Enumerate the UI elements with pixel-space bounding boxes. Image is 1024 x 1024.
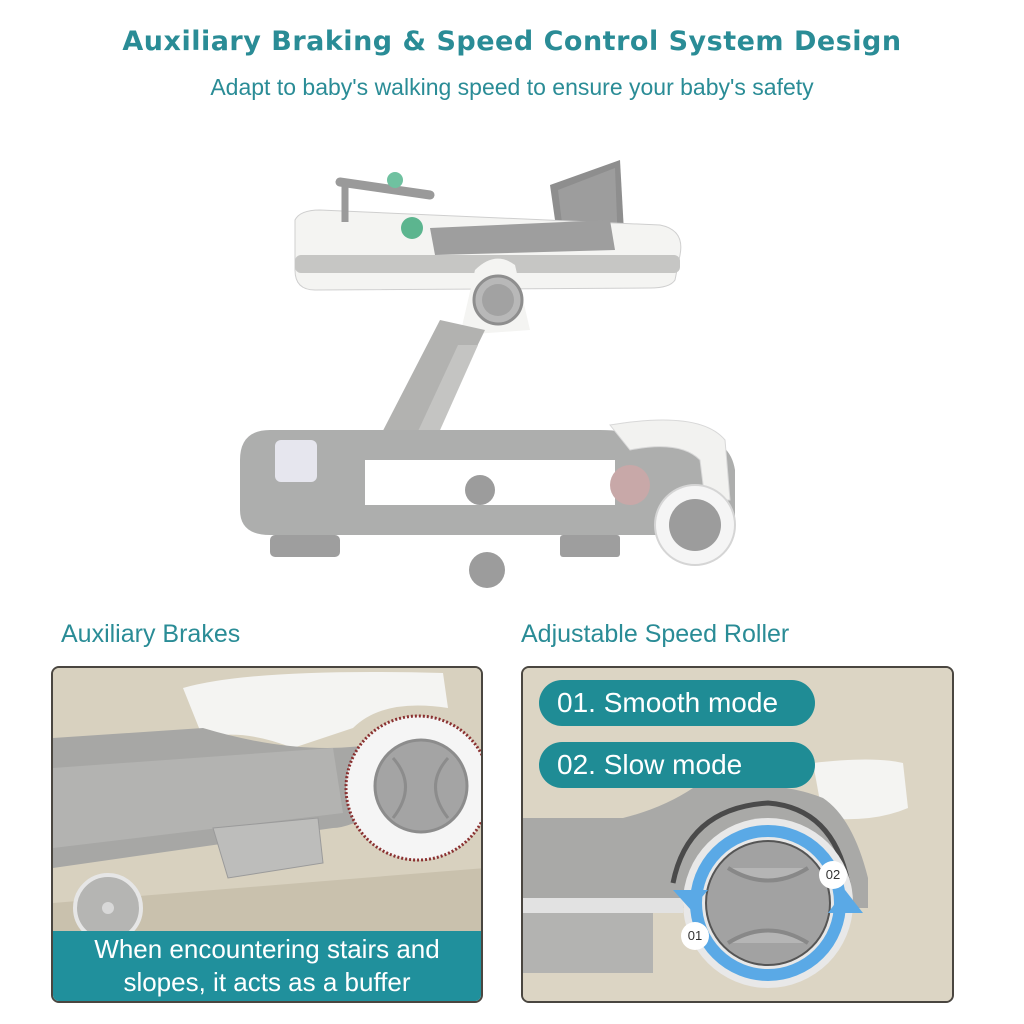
auxiliary-brakes-panel: When encountering stairs and slopes, it …	[51, 666, 483, 1003]
brake-caption-banner: When encountering stairs and slopes, it …	[53, 931, 481, 1001]
baby-walker-image	[230, 140, 770, 610]
page-subtitle: Adapt to baby's walking speed to ensure …	[210, 74, 814, 100]
brake-caption-line1: When encountering stairs and	[94, 934, 440, 964]
speed-roller-closeup-image	[523, 668, 952, 1001]
slow-mode-label: 02. Slow mode	[539, 742, 815, 788]
speed-roller-panel: 01. Smooth mode 02. Slow mode 01 02	[521, 666, 954, 1003]
auxiliary-brakes-heading: Auxiliary Brakes	[61, 620, 241, 648]
wheel-marker-02: 02	[819, 861, 847, 889]
page-title: Auxiliary Braking & Speed Control System…	[122, 26, 902, 57]
brake-caption-line2: slopes, it acts as a buffer	[123, 967, 411, 997]
smooth-mode-label: 01. Smooth mode	[539, 680, 815, 726]
wheel-marker-01: 01	[681, 922, 709, 950]
speed-roller-heading: Adjustable Speed Roller	[521, 620, 790, 648]
